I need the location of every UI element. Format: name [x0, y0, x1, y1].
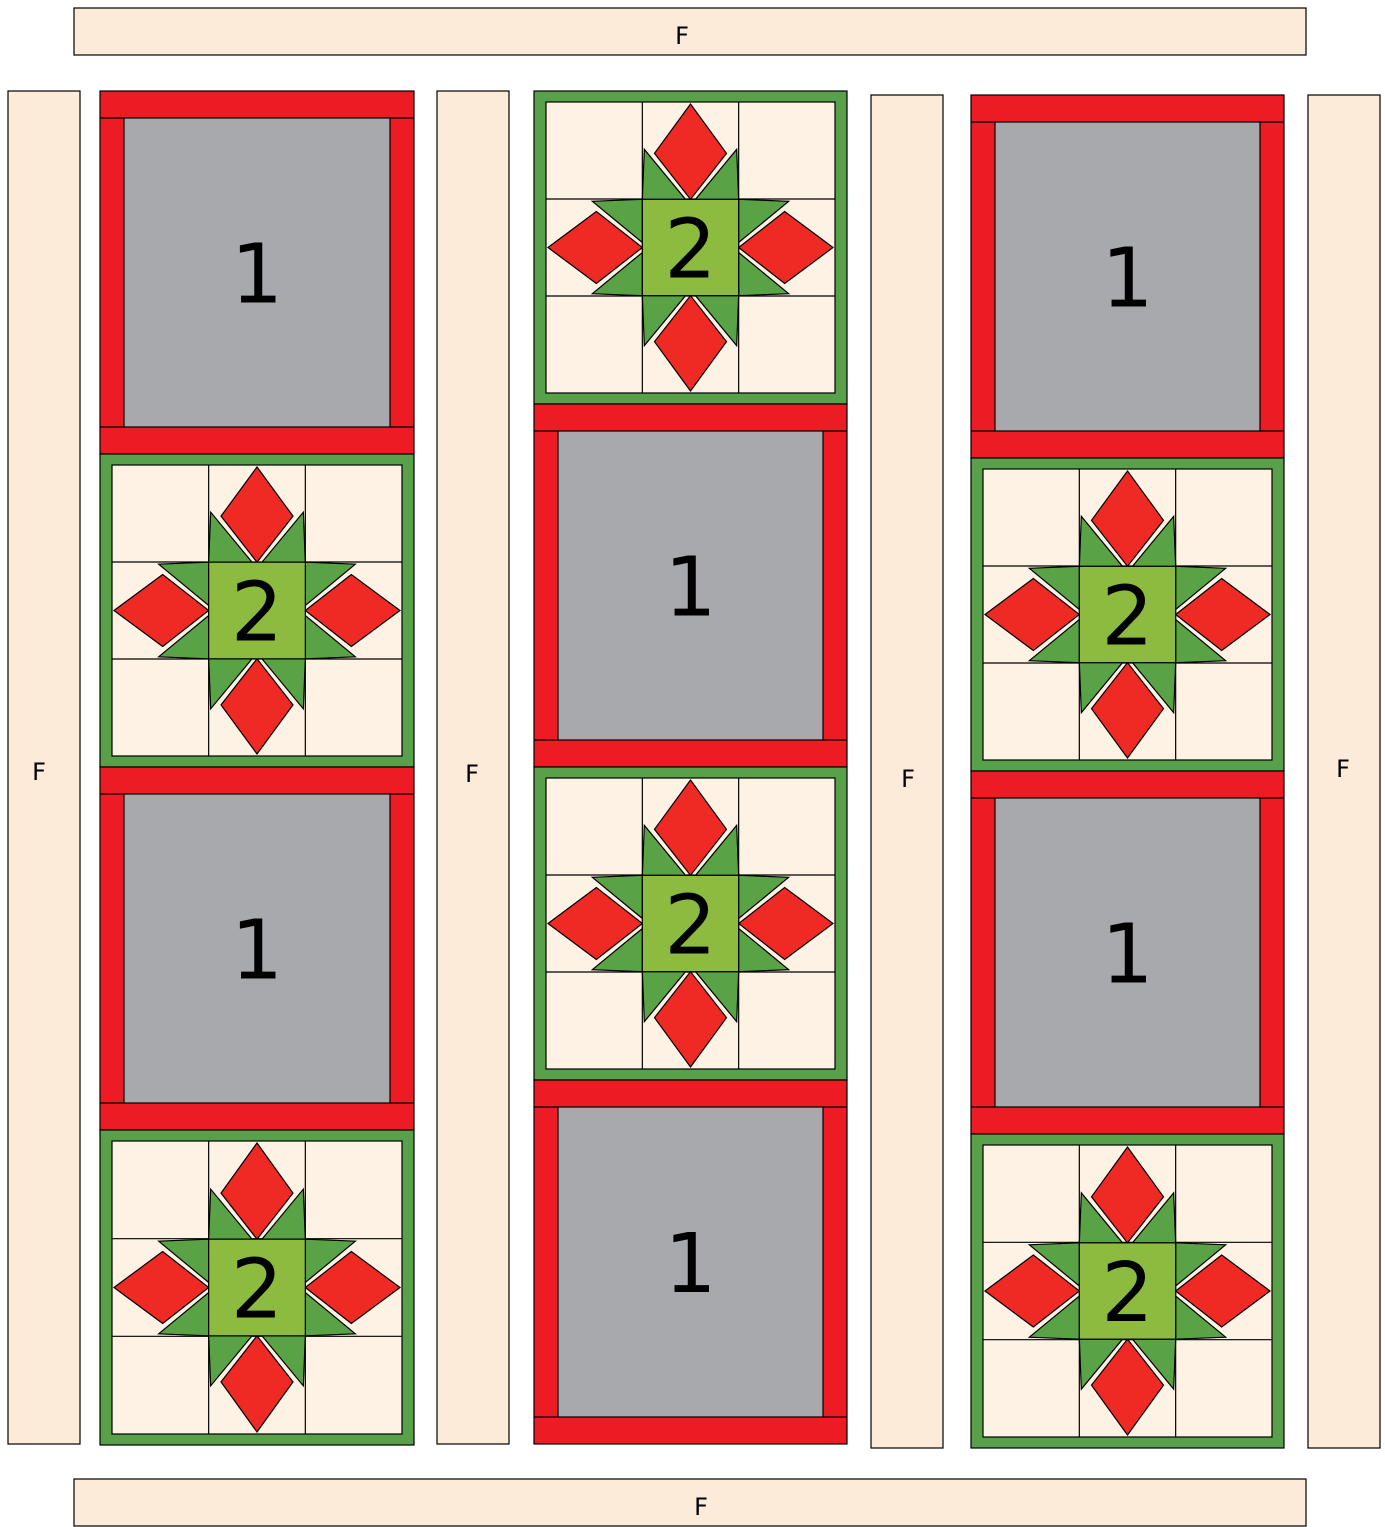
block-1-label: 1 — [231, 904, 283, 999]
block-1: 1 — [534, 404, 847, 767]
filler-strip-left: F — [8, 91, 80, 1444]
block-1-label: 1 — [664, 541, 716, 636]
filler-label: F — [465, 760, 479, 788]
block-1-label: 1 — [1101, 232, 1153, 327]
quilt-column-1: 1 2 1 2 — [100, 91, 414, 1445]
block-1-label: 1 — [231, 228, 283, 323]
filler-strip-top: F — [74, 8, 1306, 55]
quilt-blocks: 1 2 1 2 2 1 2 1 1 2 1 2 — [100, 91, 1284, 1448]
block-1: 1 — [971, 771, 1284, 1134]
filler-strip-bottom: F — [74, 1479, 1306, 1526]
quilt-column-3: 1 2 1 2 — [971, 95, 1284, 1448]
block-2-label: 2 — [231, 1243, 283, 1338]
filler-label: F — [901, 765, 915, 793]
block-2: 2 — [534, 91, 847, 404]
filler-strip-right: F — [1308, 95, 1380, 1448]
block-1: 1 — [534, 1080, 847, 1444]
filler-strip-rect — [74, 1479, 1306, 1526]
block-2: 2 — [971, 458, 1284, 771]
block-1-label: 1 — [1101, 908, 1153, 1003]
filler-strip-col-divider-2: F — [871, 95, 943, 1448]
block-2-label: 2 — [664, 203, 716, 298]
block-2-label: 2 — [664, 879, 716, 974]
filler-label: F — [694, 1493, 708, 1521]
block-1: 1 — [100, 767, 414, 1130]
block-2: 2 — [100, 454, 414, 767]
filler-label: F — [675, 22, 689, 50]
filler-strip-rect — [74, 8, 1306, 55]
block-2: 2 — [100, 1130, 414, 1445]
block-2-label: 2 — [231, 566, 283, 661]
block-1-label: 1 — [664, 1217, 716, 1312]
filler-label: F — [1336, 755, 1350, 783]
filler-strip-col-divider-1: F — [437, 91, 509, 1444]
filler-label: F — [32, 758, 46, 786]
block-1: 1 — [971, 95, 1284, 458]
block-2: 2 — [534, 767, 847, 1080]
block-1: 1 — [100, 91, 414, 454]
block-2: 2 — [971, 1134, 1284, 1448]
block-2-label: 2 — [1101, 570, 1153, 665]
block-2-label: 2 — [1101, 1246, 1153, 1341]
quilt-column-2: 2 1 2 1 — [534, 91, 847, 1444]
